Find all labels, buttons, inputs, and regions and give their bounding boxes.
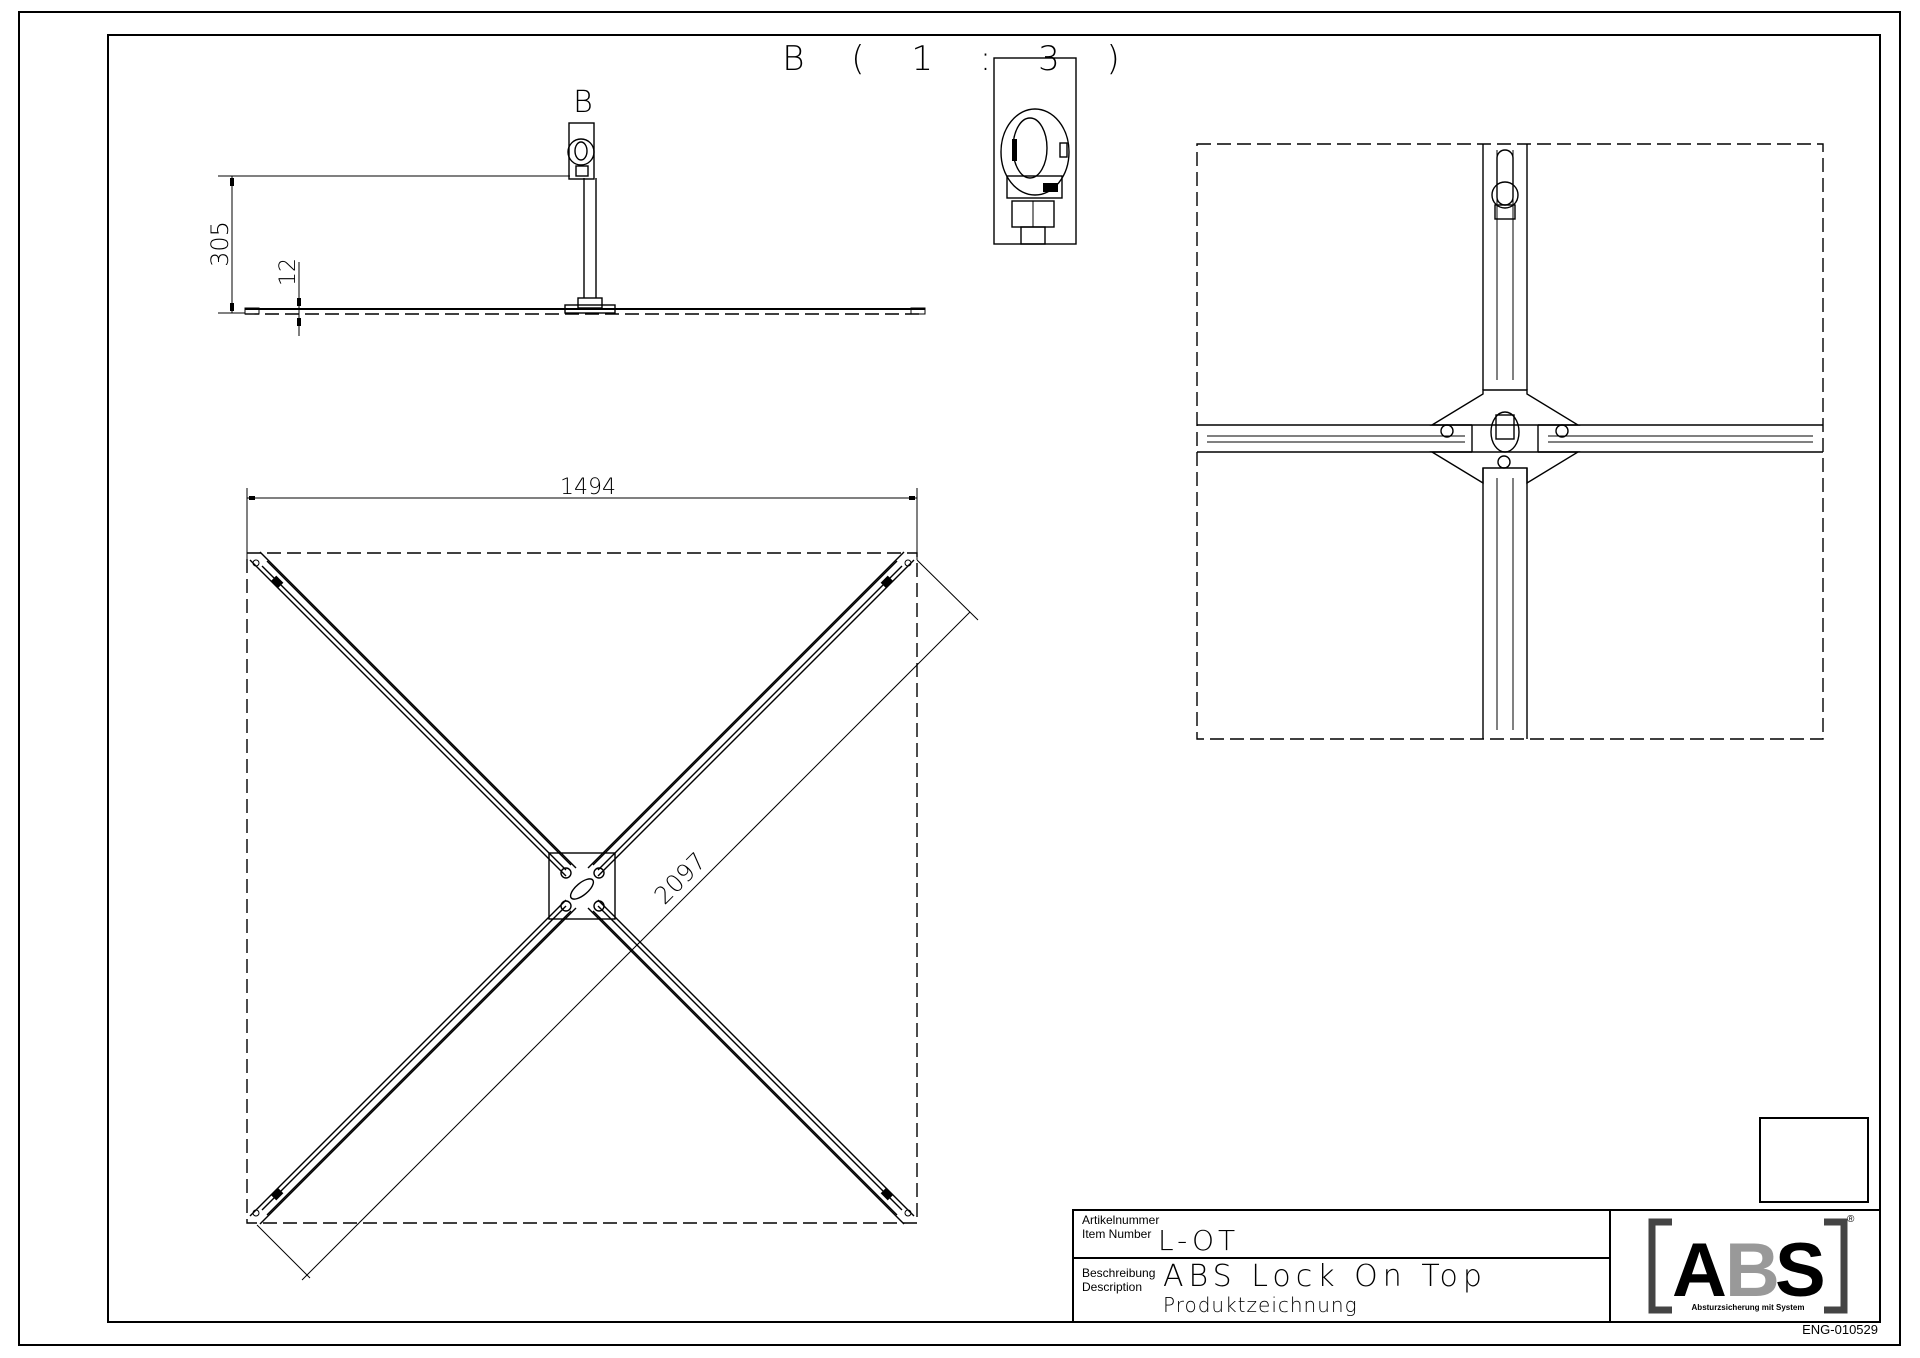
description-label-de: Beschreibung (1082, 1266, 1155, 1280)
description-label-en: Description (1082, 1280, 1142, 1294)
item-number-label-de: Artikelnummer (1082, 1213, 1159, 1227)
description-subtitle: Produktzeichnung (1163, 1293, 1358, 1317)
section-marker: B (573, 85, 593, 120)
dimension-thickness: 12 (276, 258, 301, 286)
drawing-number: ENG-010529 (1802, 1322, 1878, 1337)
logo-letter-b: B (1725, 1228, 1780, 1313)
abs-logo: A B S Absturzsicherung mit System ® (1648, 1214, 1855, 1314)
logo-letter-a: A (1672, 1228, 1727, 1313)
side-elevation-view: B 305 12 (206, 85, 926, 336)
plan-view: 1494 (246, 475, 979, 1281)
revision-box (1759, 1117, 1869, 1203)
logo-registered-mark: ® (1847, 1214, 1855, 1225)
dimension-diagonal: 2097 (649, 847, 712, 910)
detail-view-b: B ( 1 : 3 ) (782, 39, 1138, 245)
logo-tagline: Absturzsicherung mit System (1692, 1303, 1805, 1312)
dimension-width: 1494 (560, 475, 616, 500)
title-block: Artikelnummer Item Number L-OT Beschreib… (1072, 1117, 1881, 1337)
logo-letter-s: S (1775, 1228, 1826, 1313)
outer-frame (18, 11, 1901, 1346)
description-value: ABS Lock On Top (1163, 1259, 1487, 1294)
top-detail-view (1196, 143, 1824, 740)
inner-frame (107, 34, 1881, 1323)
detail-title: B ( 1 : 3 ) (782, 39, 1138, 79)
item-number-value: L-OT (1158, 1224, 1239, 1257)
item-number-label-en: Item Number (1082, 1227, 1151, 1241)
dimension-height: 305 (206, 221, 234, 267)
